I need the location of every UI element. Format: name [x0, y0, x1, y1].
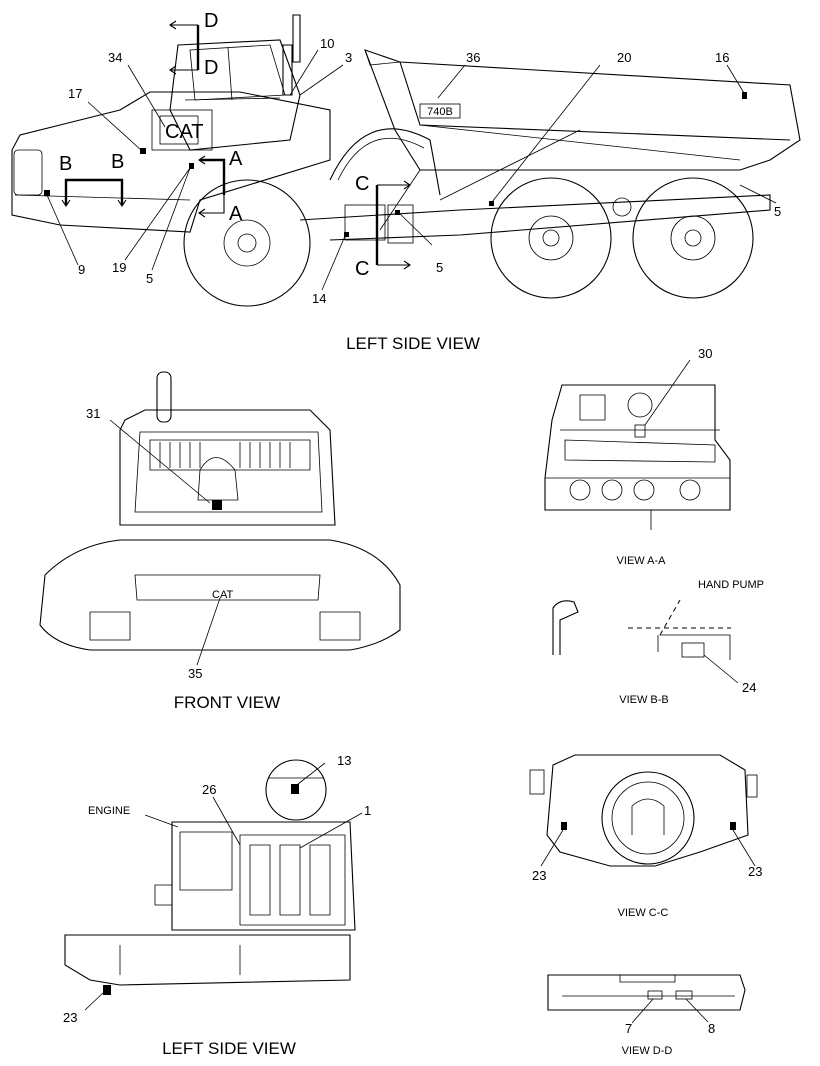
- front-cat-logo: CAT: [212, 589, 233, 601]
- caption-left-side-view: LEFT SIDE VIEW: [346, 334, 480, 353]
- callout-5: 5: [146, 271, 153, 286]
- callout-26: 26: [202, 782, 216, 797]
- caption-view-aa: VIEW A-A: [617, 555, 667, 567]
- truck-left-side-view: 740B CAT: [11, 14, 801, 307]
- caption-front-view: FRONT VIEW: [174, 693, 280, 712]
- caption-view-bb: VIEW B-B: [619, 694, 669, 706]
- callout-5: 5: [774, 204, 781, 219]
- callout-23: 23: [748, 864, 762, 879]
- view-dd: [547, 974, 746, 1024]
- section-letter-c: C: [355, 173, 369, 195]
- view-cc: [529, 754, 758, 867]
- caption-left-side-view: LEFT SIDE VIEW: [162, 1039, 296, 1058]
- callout-17: 17: [68, 86, 82, 101]
- callout-7: 7: [625, 1021, 632, 1036]
- section-letter-a: A: [229, 148, 243, 170]
- caption-view-dd: VIEW D-D: [622, 1045, 673, 1057]
- section-letter-b: B: [111, 151, 124, 173]
- callout-36: 36: [466, 50, 480, 65]
- callout-8: 8: [708, 1021, 715, 1036]
- callout-20: 20: [617, 50, 631, 65]
- callout-23: 23: [532, 868, 546, 883]
- section-letter-c: C: [355, 258, 369, 280]
- callout-9: 9: [78, 262, 85, 277]
- callout-34: 34: [108, 50, 122, 65]
- hand-pump-label: HAND PUMP: [698, 579, 764, 591]
- section-letter-b: B: [59, 153, 72, 175]
- engine-label: ENGINE: [88, 805, 130, 817]
- callout-24: 24: [742, 680, 756, 695]
- callout-16: 16: [715, 50, 729, 65]
- callout-10: 10: [320, 36, 334, 51]
- callout-1: 1: [364, 803, 371, 818]
- model-decal-text: 740B: [427, 106, 453, 118]
- callout-14: 14: [312, 291, 326, 306]
- callout-30: 30: [698, 346, 712, 361]
- engine-left-side-view: [64, 759, 363, 1011]
- callout-31: 31: [86, 406, 100, 421]
- view-aa: [544, 359, 731, 530]
- callout-19: 19: [112, 260, 126, 275]
- callout-23: 23: [63, 1010, 77, 1025]
- callout-5: 5: [436, 260, 443, 275]
- section-letter-d: D: [204, 10, 218, 32]
- callout-3: 3: [345, 50, 352, 65]
- view-bb: [552, 599, 739, 684]
- front-view: CAT: [39, 371, 401, 666]
- hood-cat-logo: CAT: [165, 121, 204, 143]
- section-letter-d: D: [204, 57, 218, 79]
- caption-view-cc: VIEW C-C: [618, 907, 669, 919]
- section-letter-a: A: [229, 203, 243, 225]
- callout-35: 35: [188, 666, 202, 681]
- callout-13: 13: [337, 753, 351, 768]
